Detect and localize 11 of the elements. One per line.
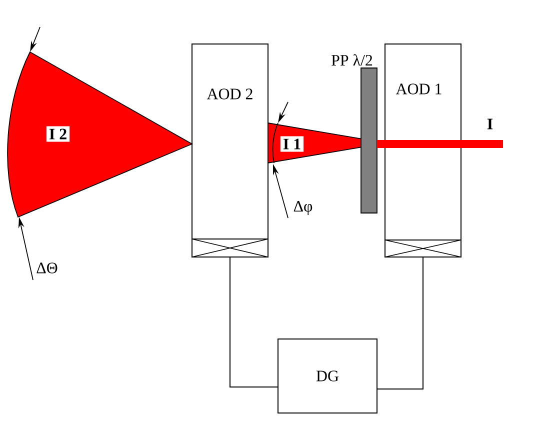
beam-label: I 1 [280,136,304,152]
modulator-box: AOD 1 [384,44,462,258]
plate-label: PP λ/2 [332,54,372,66]
modulator-box: AOD 2 [192,44,268,258]
beam-label: I [487,118,493,130]
generator-box: DG [278,338,378,414]
angle-label: ΔΘ [36,262,58,274]
wire [376,256,424,390]
angle-label: Δφ [294,201,312,215]
beam-label: I 2 [46,126,70,142]
wire [230,256,278,388]
